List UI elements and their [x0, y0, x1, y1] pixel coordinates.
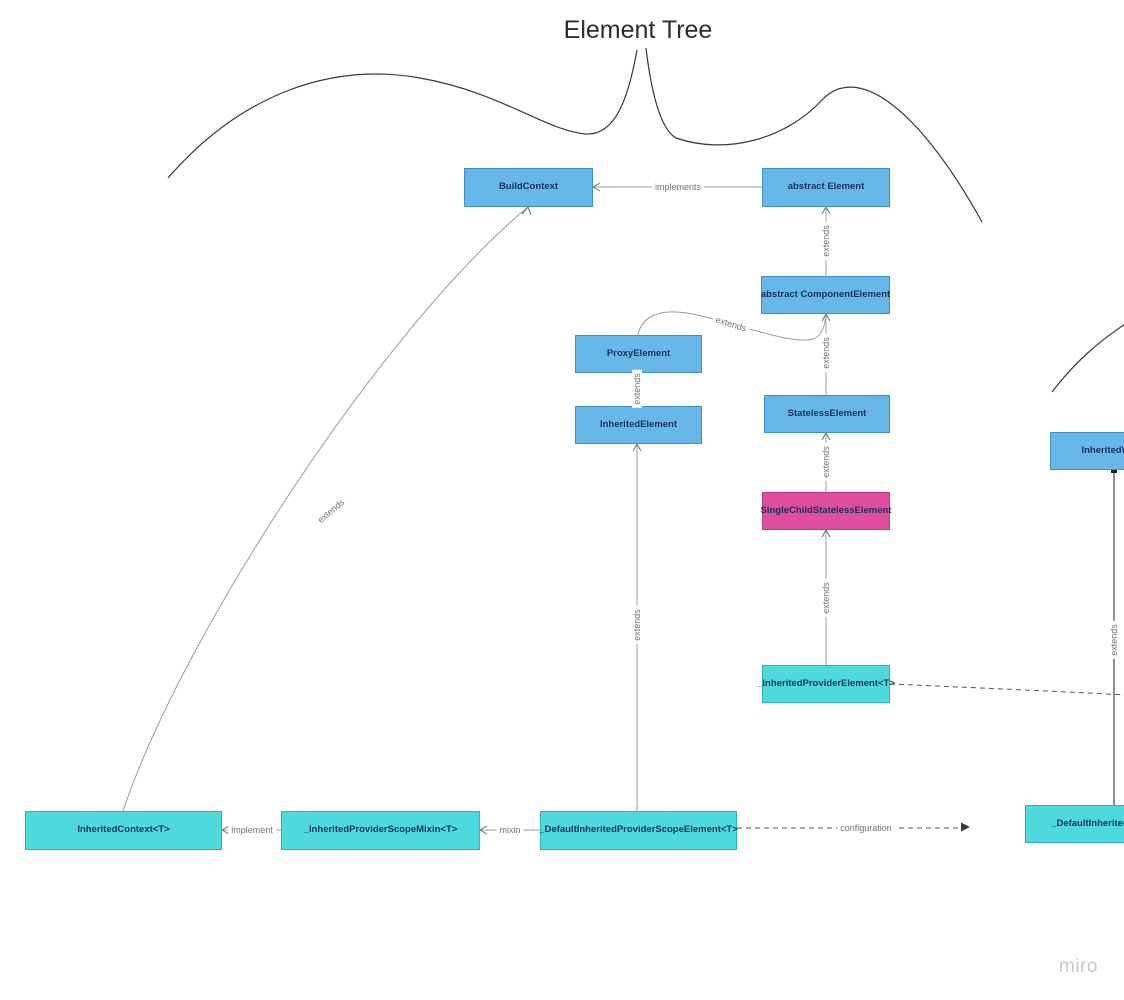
arrowhead-extends-buildcontext — [521, 206, 532, 216]
arrowhead-mixin — [478, 825, 488, 835]
arrowhead-extends-stateless — [821, 431, 831, 441]
edge-label-extends-default-scope: extends — [632, 606, 642, 644]
node-abstract-component-element[interactable]: abstract ComponentElement — [761, 276, 890, 314]
node-inherited-provider-element[interactable]: _InheritedProviderElement<T> — [757, 665, 895, 703]
edge-extends-component-proxy-curve[interactable] — [637, 311, 827, 341]
diagram-title[interactable]: Element Tree — [563, 16, 713, 44]
arrowhead-configuration — [961, 822, 970, 832]
edge-label-mixin: mixin — [496, 825, 524, 835]
edge-label-configuration: configuration — [837, 823, 895, 833]
edge-provider-dashed-line[interactable] — [889, 683, 1124, 696]
node-inherited-widget-partial[interactable]: InheritedW — [1050, 432, 1124, 470]
node-proxy-element[interactable]: ProxyElement — [575, 335, 702, 373]
sketch-brace-left[interactable] — [167, 49, 638, 179]
node-default-inherited-provider-partial[interactable]: _DefaultInheritedPr — [1025, 805, 1124, 843]
arrowhead-extends-single — [821, 528, 831, 538]
node-inherited-context[interactable]: InheritedContext<T> — [25, 811, 222, 850]
edge-label-extends-right: extends — [1109, 621, 1119, 659]
edge-label-extends-single: extends — [821, 443, 831, 481]
arrowhead-extends-component — [821, 312, 831, 322]
edge-label-extends-inherited: extends — [632, 370, 642, 408]
arrowhead-extends-inherited — [632, 442, 642, 452]
arrowhead-extends-element — [821, 205, 831, 215]
node-inherited-provider-scope-mixin[interactable]: _InheritedProviderScopeMixin<T> — [281, 811, 480, 850]
square-marker-inheritedwidget — [1111, 467, 1117, 473]
arrowhead-implement — [220, 825, 230, 835]
node-default-inherited-provider-scope-element[interactable]: _DefaultInheritedProviderScopeElement<T> — [539, 811, 738, 850]
miro-watermark: miro — [1059, 956, 1098, 977]
edge-label-implement: implement — [228, 825, 276, 835]
sketch-brace-far-right[interactable] — [1051, 322, 1124, 393]
edge-label-extends-provider: extends — [821, 579, 831, 617]
arrowhead-implements — [591, 182, 601, 192]
node-stateless-element[interactable]: StatelessElement — [764, 395, 890, 433]
node-buildcontext[interactable]: BuildContext — [464, 168, 593, 207]
node-abstract-element[interactable]: abstract Element — [762, 168, 890, 207]
edge-label-implements: implements — [651, 182, 705, 192]
edge-extends-buildcontext-curve[interactable] — [122, 206, 529, 812]
edge-label-extends-stateless: extends — [821, 334, 831, 372]
node-inherited-element[interactable]: InheritedElement — [575, 406, 702, 444]
sketch-brace-right[interactable] — [645, 47, 983, 223]
edge-label-extends-element: extends — [821, 222, 831, 260]
node-single-child-stateless-element[interactable]: SingleChildStatelessElement — [761, 492, 891, 530]
